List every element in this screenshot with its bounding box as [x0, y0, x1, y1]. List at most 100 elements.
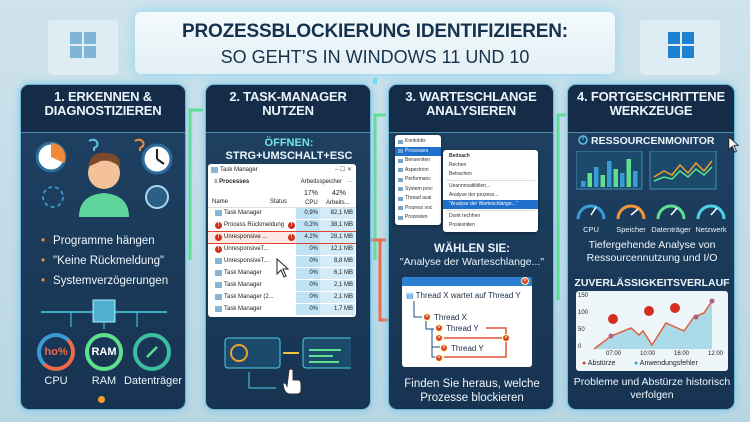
resource-bar — [633, 171, 638, 187]
process-memory: 38,1 MB — [320, 220, 355, 231]
clock-icon — [578, 135, 588, 145]
y-tick-label: 100 — [578, 310, 589, 316]
panel2-heading: 2. TASK-MANAGER NUTZEN — [206, 85, 370, 133]
process-icon — [215, 294, 222, 300]
dialog-header: ▤ Thread X wartet auf Thread Y — [406, 291, 521, 300]
process-memory: 28,1 MB — [320, 232, 355, 243]
resource-bar — [626, 159, 631, 187]
legend-label: Anwendungsfehler — [639, 360, 698, 367]
y-tick-label: 0 — [578, 344, 582, 350]
resource-bar — [587, 173, 592, 187]
process-icon — [215, 210, 222, 216]
error-icon: ! — [215, 246, 222, 253]
close-icon[interactable]: × — [521, 277, 529, 285]
process-cpu: 0% — [296, 268, 320, 279]
gauge-label: Speicher — [616, 225, 646, 234]
tm-process-row[interactable]: UnresponsiveT...0%8,8 MB — [208, 256, 356, 267]
side-menu-item[interactable]: Prozesten — [395, 213, 441, 223]
windows-logo-icon — [48, 20, 118, 75]
gauge-label: CPU — [583, 225, 599, 234]
choose-value: "Analyse der Warteschlange..." — [399, 256, 545, 268]
panel4-heading: 4. FORTGESCHRITTENE WERKZEUGE — [568, 85, 734, 133]
item-label: Prozesten — [405, 214, 428, 220]
resmon-caption: Tiefergehende Analyse von Ressourcennutz… — [586, 239, 718, 264]
col-memory[interactable]: Arbeits... — [326, 200, 350, 206]
process-icon — [215, 282, 222, 288]
resmon-title-text: RESSOURCENMONITOR — [591, 135, 715, 147]
menu-separator — [446, 180, 535, 181]
context-menu-item[interactable]: Analyse der prozess... — [449, 192, 499, 198]
page-dot — [98, 396, 105, 403]
item-label: Aspectrion — [405, 166, 429, 173]
tm-tab-processes[interactable]: Processes — [219, 179, 250, 185]
legend-dot-icon: ● — [634, 360, 640, 367]
confused-user-illustration — [35, 138, 173, 217]
side-menu-item[interactable]: Benseniten — [395, 156, 441, 166]
reliability-plot — [593, 298, 715, 350]
process-cpu: 0% — [296, 292, 320, 303]
process-name: Process Rückmeldung — [224, 222, 285, 228]
side-menu-item[interactable]: Processes — [395, 146, 441, 156]
col-cpu[interactable]: CPU — [305, 200, 318, 206]
window-controls-icon[interactable]: – ☐ ✕ — [334, 167, 352, 173]
tm-process-row[interactable]: Task Manager (2...0%2,1 MB — [208, 292, 356, 303]
context-menu-item[interactable]: Betrachen — [449, 171, 472, 177]
panel4-caption: Probleme und Abstürze historisch verfolg… — [573, 376, 731, 401]
disk-gauge — [133, 333, 171, 371]
tm-column-headers: Name Status 17% 42% CPU Arbeits... — [208, 188, 356, 208]
context-menu-item[interactable]: Posiesniten — [449, 222, 475, 228]
legend-dot-icon: ● — [582, 360, 588, 367]
error-icon: ! — [215, 234, 222, 241]
hand-pointer-icon — [283, 368, 301, 394]
reliability-title: ZUVERLÄSSIGKEITSVERLAUF — [574, 277, 730, 289]
context-menu-item[interactable]: Ueannnsatiktilen... — [449, 183, 491, 189]
process-name: UnresponsiveT... — [224, 258, 269, 264]
x-tick-label: 07:00 — [606, 351, 622, 357]
item-label: Kontoktis — [405, 138, 426, 144]
more-icon[interactable]: ··· — [347, 179, 353, 185]
error-icon: ! — [288, 222, 295, 229]
legend-item: ● Anwendungsfehler — [634, 360, 698, 367]
resource-charts — [576, 151, 717, 190]
process-cpu: 0% — [296, 244, 320, 255]
item-label: Processes — [405, 147, 429, 154]
side-menu-item[interactable]: Thread avai — [395, 194, 441, 204]
context-menu-item[interactable]: Rechen — [449, 162, 467, 168]
menu-icon[interactable]: ≡ — [214, 179, 220, 185]
tm-memory-button[interactable]: Arbeitsspeicher — [300, 179, 342, 185]
context-menu-item[interactable]: "Analyse der Warteschlange..." — [443, 200, 538, 209]
tm-process-row[interactable]: !UnresponsiveT...0%12,1 MB — [208, 244, 356, 255]
tm-process-row[interactable]: !Unresponsive ...!4,2%28,1 MB — [208, 231, 356, 244]
item-label: System proc — [405, 185, 433, 192]
process-icon — [215, 306, 222, 312]
menu-separator — [446, 210, 535, 211]
cpu-gauge: ho% — [37, 333, 75, 371]
panel-advanced-tools: 4. FORTGESCHRITTENE WERKZEUGE RESSOURCEN… — [567, 84, 735, 410]
side-menu-item[interactable]: System proc — [395, 185, 441, 195]
process-cpu: 4,2% — [296, 232, 320, 243]
col-name[interactable]: Name — [212, 199, 229, 205]
item-icon — [398, 149, 403, 153]
process-name: Task Manager — [224, 270, 262, 276]
side-menu-item[interactable]: Prozess voc — [395, 204, 441, 214]
panel3-heading: 3. WARTESCHLANGE ANALYSIEREN — [389, 85, 553, 133]
resource-bar — [620, 173, 625, 187]
side-menu-item[interactable]: Performanc — [395, 175, 441, 185]
context-menu-item[interactable]: Donit rechhen — [449, 213, 481, 219]
side-menu-item[interactable]: Aspectrion — [395, 166, 441, 176]
col-status[interactable]: Status — [270, 199, 288, 205]
wait-chain-tree — [413, 301, 507, 358]
legend-label: Abstürze — [587, 360, 616, 367]
item-icon — [398, 139, 403, 144]
side-menu-item[interactable]: Kontoktis — [395, 137, 441, 147]
gauge-label: RAM — [91, 375, 117, 387]
tm-process-row[interactable]: !Process Rückmeldung!0,2%38,1 MB — [208, 220, 356, 231]
error-icon: × — [440, 344, 448, 352]
context-menu-item[interactable]: Bedsach — [449, 153, 470, 159]
